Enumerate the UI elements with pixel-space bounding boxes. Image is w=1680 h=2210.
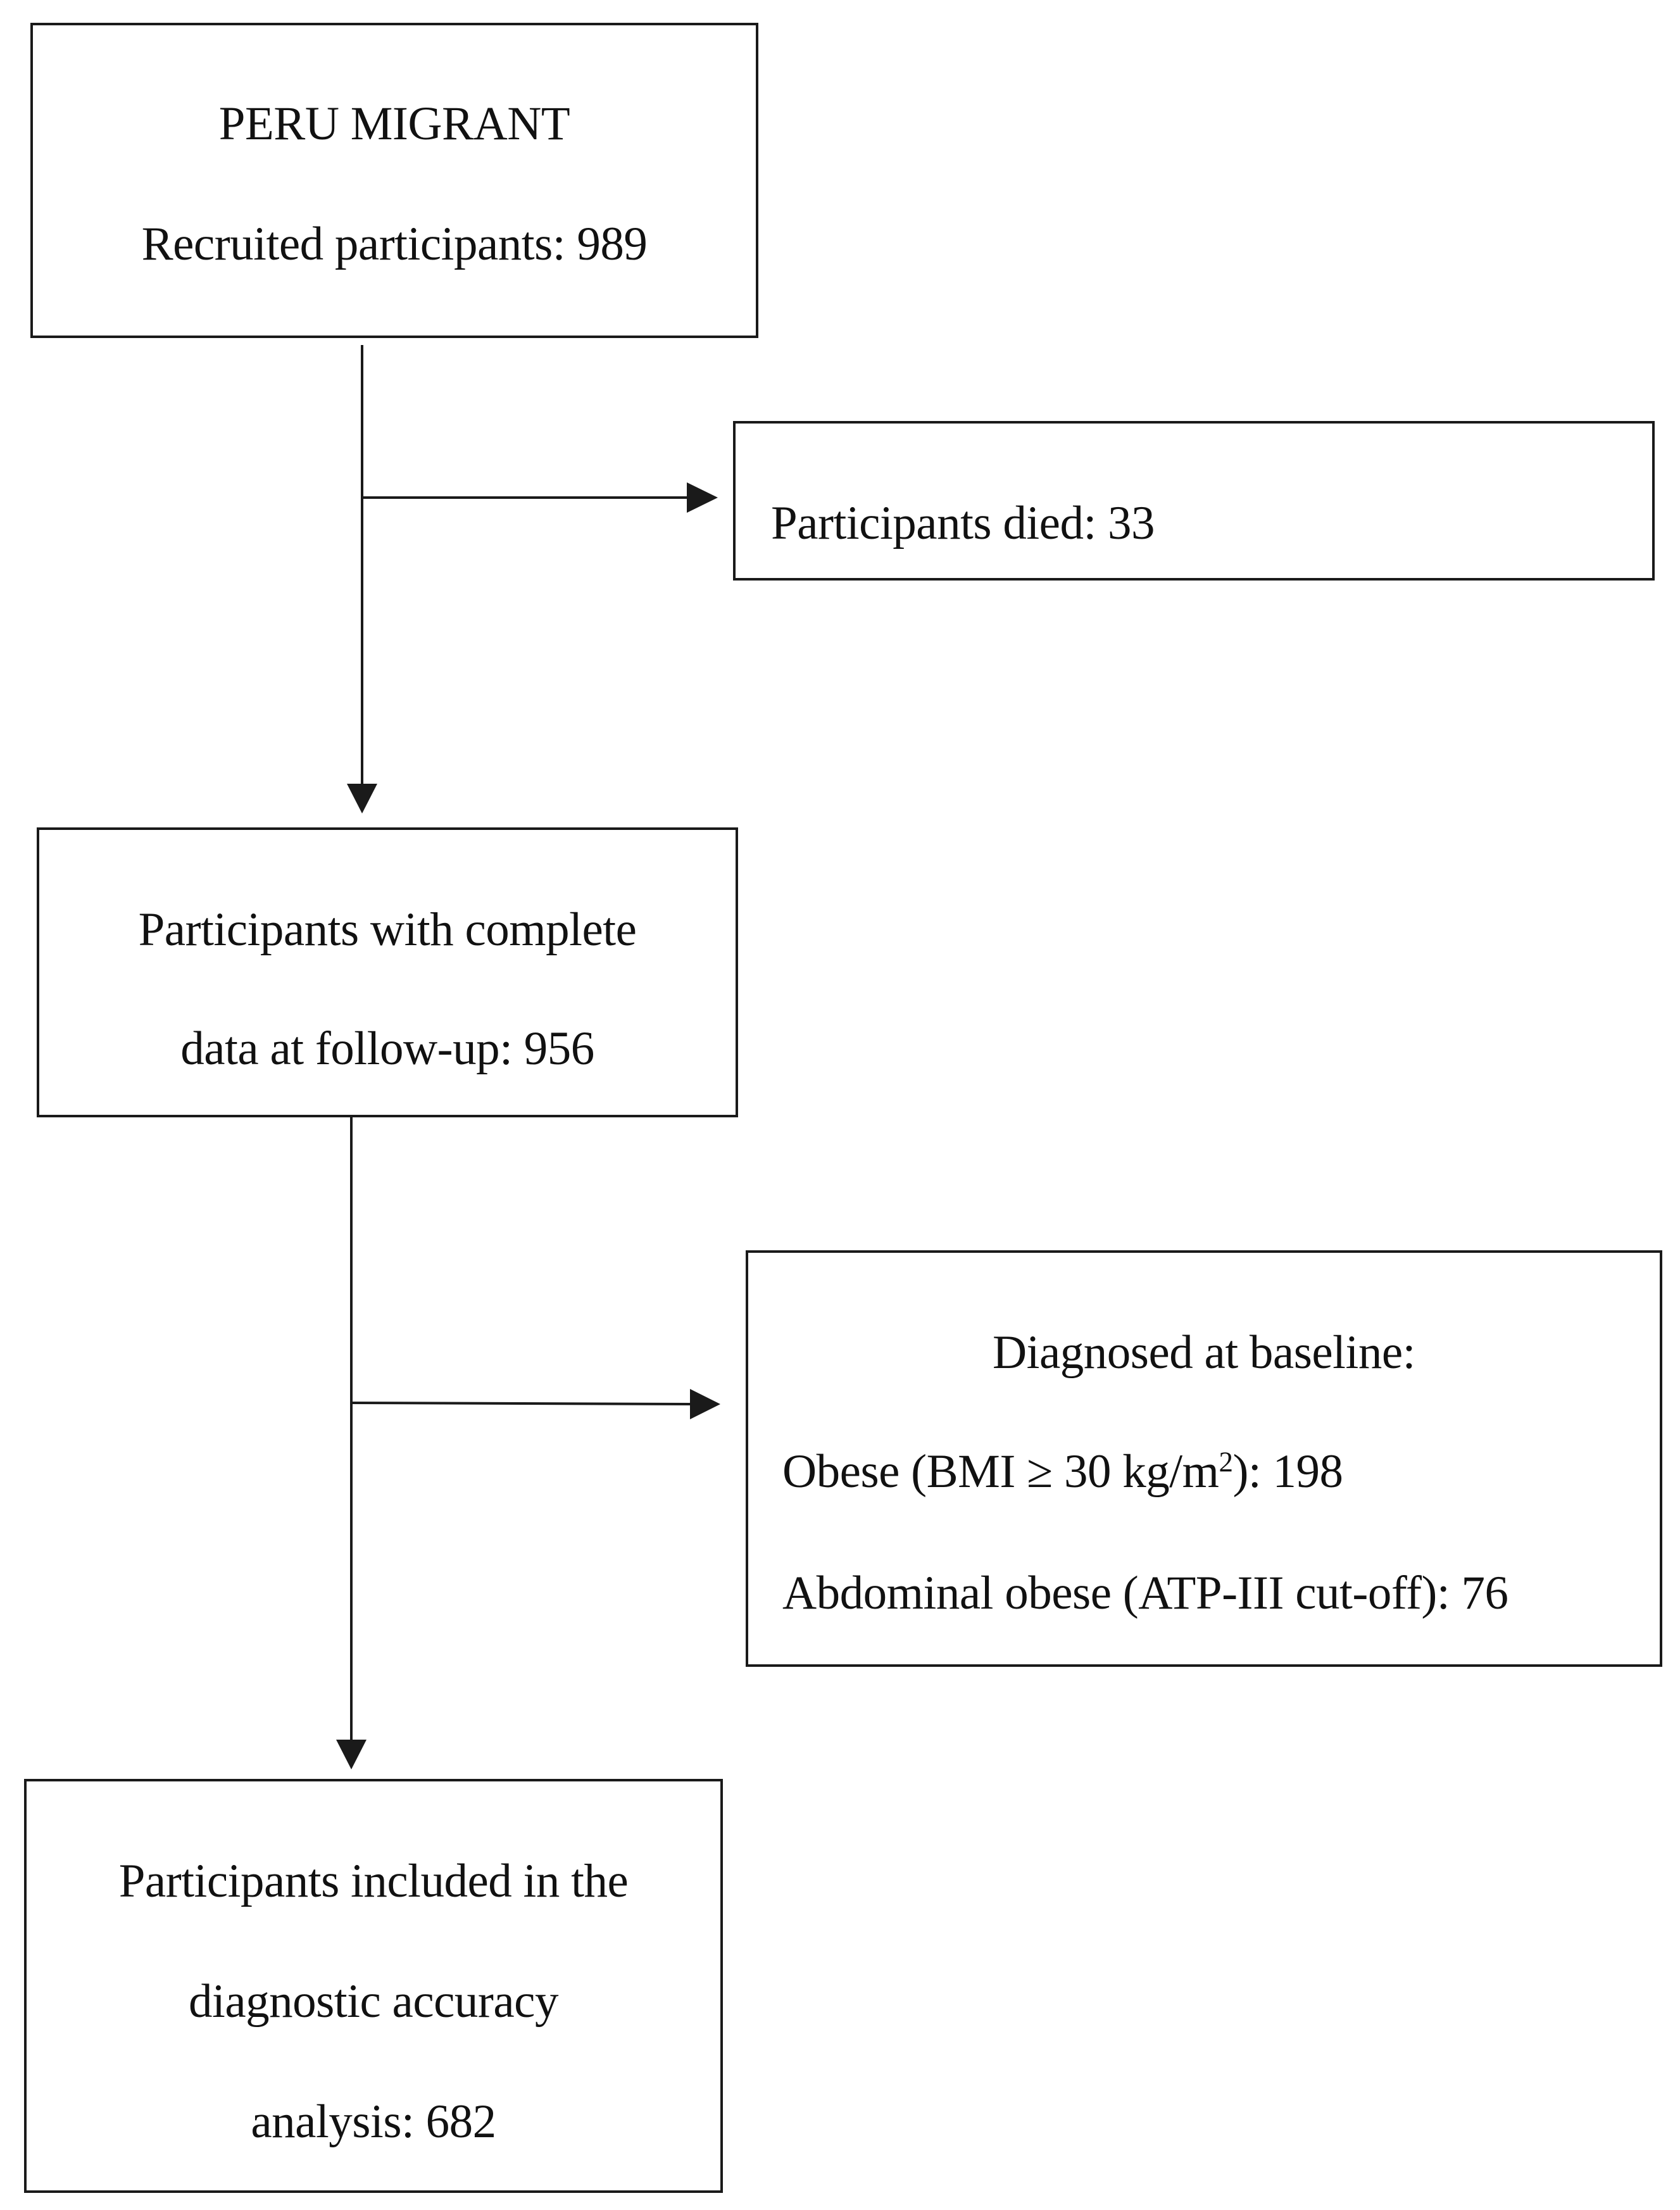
died-count: Participants died: 33: [771, 497, 1155, 549]
complete-data-box: Participants with complete data at follo…: [37, 827, 738, 1117]
included-line-1: Participants included in the: [118, 1855, 629, 1907]
included-line-2: diagnostic accuracy: [189, 1975, 558, 2028]
obese-bmi-line: Obese (BMI ≥ 30 kg/m2): 198: [782, 1448, 1343, 1495]
arrowhead-down-2: [336, 1740, 367, 1769]
complete-data-line-1: Participants with complete: [138, 903, 637, 956]
obese-bmi-superscript: 2: [1219, 1446, 1233, 1478]
diagnosed-at-baseline-box: Diagnosed at baseline: Obese (BMI ≥ 30 k…: [746, 1250, 1662, 1667]
diagnosed-heading: Diagnosed at baseline:: [993, 1326, 1415, 1379]
included-participants-box: Participants included in the diagnostic …: [24, 1779, 723, 2193]
complete-data-line-2: data at follow-up: 956: [180, 1022, 594, 1075]
abdominal-obese-line: Abdominal obese (ATP-III cut-off): 76: [782, 1567, 1508, 1619]
obese-bmi-count: ): 198: [1232, 1445, 1343, 1498]
branch-arrow-diagnosed: [352, 1402, 691, 1405]
included-line-3: analysis: 682: [251, 2095, 496, 2148]
participants-died-box: Participants died: 33: [733, 421, 1655, 581]
study-title: PERU MIGRANT: [218, 97, 570, 150]
arrowhead-right-died: [687, 482, 718, 513]
recruited-count: Recruited participants: 989: [141, 218, 648, 270]
arrowhead-right-diagnosed: [690, 1389, 720, 1419]
obese-bmi-text: Obese (BMI ≥ 30 kg/m: [782, 1445, 1219, 1498]
arrowhead-down-1: [347, 784, 377, 813]
recruited-participants-box: PERU MIGRANT Recruited participants: 989: [30, 23, 758, 338]
